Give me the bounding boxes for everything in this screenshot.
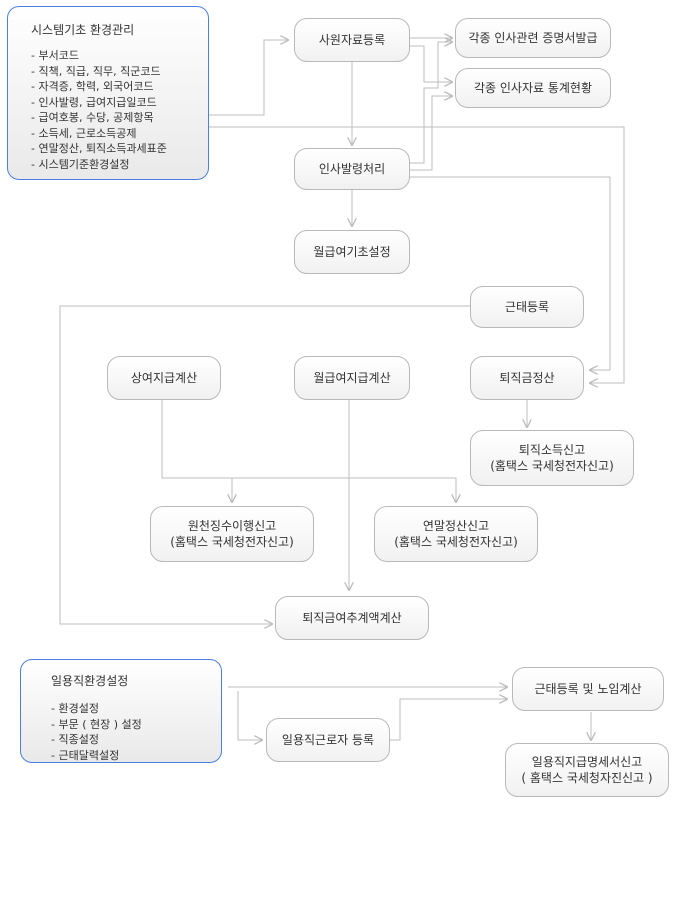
- node-daily-attendance: 근태등록 및 노임계산: [512, 667, 664, 711]
- edge-system-to-employee: [208, 40, 288, 116]
- system-setup-item: - 급여호봉, 수당, 공제항목: [31, 111, 154, 124]
- daily-worker-setup-item: - 직종설정: [51, 733, 99, 746]
- edge-system-to-severance: [208, 126, 625, 383]
- node-monthly-salary-basic: 월급여기초설정: [294, 230, 410, 274]
- node-monthly-salary-calc: 월급여지급계산: [294, 356, 410, 400]
- edge-appointment-to-statistics: [410, 96, 452, 171]
- node-daily-worker-register: 일용직근로자 등록: [266, 718, 390, 762]
- edge-appointment-to-certificate: [410, 42, 452, 164]
- edge-daily-to-register: [237, 691, 262, 740]
- daily-worker-setup-item: - 근태달력설정: [51, 748, 120, 762]
- system-setup-item: - 인사발령, 급여지급일코드: [31, 95, 157, 109]
- node-hr-statistics: 각종 인사자료 통계현황: [455, 68, 611, 108]
- node-daily-payment-report: 일용직지급명세서신고 ( 홈택스 국세청자진신고 ): [505, 743, 669, 797]
- node-attendance: 근태등록: [470, 286, 584, 328]
- edge-employee-to-statistics: [410, 45, 452, 82]
- node-year-end-report: 연말정산신고 (홈택스 국세청전자신고): [374, 506, 538, 562]
- system-setup-item: - 직책, 직급, 직무, 직군코드: [31, 64, 161, 78]
- node-withholding-report: 원천징수이행신고 (홈택스 국세청전자신고): [150, 506, 314, 562]
- node-employee-register: 사원자료등록: [294, 18, 410, 62]
- node-certificate-issue: 각종 인사관련 증명서발급: [455, 18, 611, 58]
- system-setup-item: - 부서코드: [31, 49, 79, 62]
- system-setup-item: - 소득세, 근로소득공제: [31, 126, 137, 140]
- system-setup-panel: 시스템기초 환경관리 - 부서코드 - 직책, 직급, 직무, 직군코드 - 자…: [7, 6, 209, 180]
- daily-worker-setup-item: - 부문 ( 현장 ) 설정: [51, 717, 142, 731]
- edge-attendance-to-estimate: [59, 305, 470, 624]
- daily-worker-setup-panel: 일용직환경설정 - 환경설정 - 부문 ( 현장 ) 설정 - 직종설정 - 근…: [20, 659, 222, 763]
- node-severance-estimate: 퇴직금여추계액계산: [275, 596, 429, 640]
- node-appointment: 인사발령처리: [294, 148, 410, 190]
- node-severance-settlement: 퇴직금정산: [470, 356, 584, 400]
- daily-worker-setup-title: 일용직환경설정: [51, 674, 129, 688]
- system-setup-item: - 자격증, 학력, 외국어코드: [31, 80, 154, 93]
- system-setup-title: 시스템기초 환경관리: [31, 23, 135, 37]
- node-retirement-income-report: 퇴직소득신고 (홈택스 국세청전자신고): [470, 430, 634, 486]
- system-setup-item: - 연말정산, 퇴직소득과세표준: [31, 142, 167, 155]
- edge-register-to-attendance: [390, 699, 507, 741]
- system-setup-item: - 시스템기준환경설정: [31, 157, 130, 171]
- edge-bonus-to-reports: [161, 400, 457, 502]
- node-bonus-calc: 상여지급계산: [107, 356, 221, 400]
- edge-appointment-to-severance: [410, 176, 611, 370]
- daily-worker-setup-item: - 환경설정: [51, 702, 99, 715]
